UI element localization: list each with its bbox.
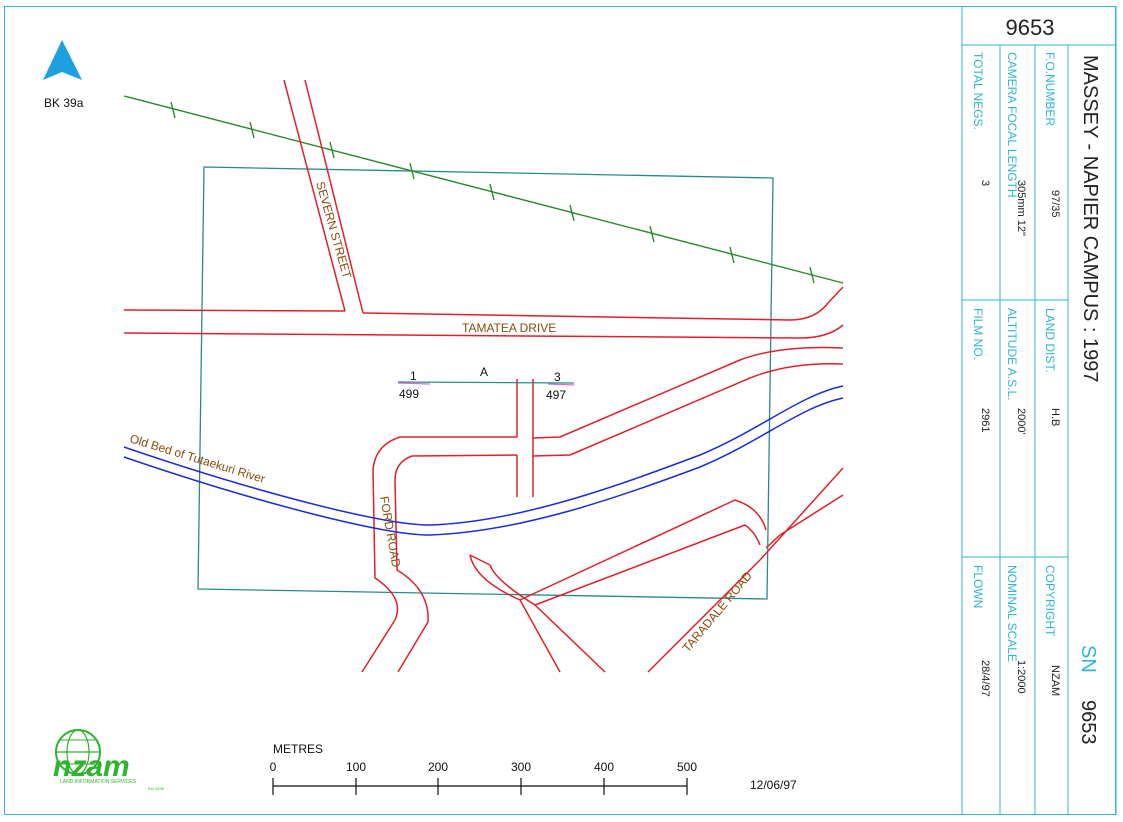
tamatea-drive-label: TAMATEA DRIVE [462, 321, 556, 335]
photo-run-label: A [480, 365, 488, 379]
info-label-film-no: FILM NO. [971, 308, 985, 360]
info-label-altitude: ALTITUDE A.S.L. [1005, 308, 1019, 400]
scale-tick-300: 300 [511, 760, 531, 774]
info-value-fo-number: 97/35 [1049, 190, 1061, 218]
logo-wordmark: nzam [53, 750, 130, 783]
info-value-land-dist: H.B [1049, 408, 1061, 426]
logo-subtitle: LAND INFORMATION SERVICES [60, 779, 137, 785]
info-label-scale: NOMINAL SCALE [1005, 565, 1019, 662]
sheet-number: 9653 [1006, 15, 1055, 40]
taradale-road-edge [765, 494, 844, 549]
photo-start-frame: 1 [410, 369, 417, 383]
north-arrow-icon: N [43, 40, 82, 87]
info-label-camera: CAMERA FOCAL LENGTH [1005, 52, 1019, 198]
railway-line [123, 95, 844, 284]
info-label-flown: FLOWN [971, 565, 985, 608]
north-label: N [59, 77, 66, 87]
info-panel [961, 6, 1117, 815]
info-value-altitude: 2000' [1015, 408, 1027, 435]
map-date: 12/06/97 [750, 778, 797, 792]
scale-tick-100: 100 [346, 760, 366, 774]
river-channel [123, 385, 844, 536]
info-label-fo-number: F.O.NUMBER [1043, 52, 1057, 126]
info-value-total-negs: 3 [979, 180, 991, 186]
map-ref: BK 39a [44, 96, 84, 110]
logo-est: Est 1936 [148, 786, 165, 791]
taradale-road [647, 467, 844, 673]
tamatea-drive-road [123, 286, 844, 321]
nzam-logo: nzam LAND INFORMATION SERVICES Est 1936 [53, 729, 165, 791]
photo-end-frame: 3 [554, 370, 561, 384]
photo-centre-line [397, 381, 575, 386]
severn-street-road [283, 79, 346, 312]
severn-street-road-edge [304, 79, 364, 314]
info-value-film-no: 2961 [979, 408, 991, 432]
photo-block-outline [197, 166, 774, 600]
sn-prefix: SN [1077, 645, 1099, 673]
info-value-copyright: NZAM [1049, 665, 1061, 696]
info-label-total-negs: TOTAL NEGS. [971, 52, 985, 130]
scale-tick-200: 200 [428, 760, 448, 774]
taradale-road-label: TARADALE ROAD [680, 569, 756, 655]
tamatea-drive-road-edge [123, 324, 844, 339]
scale-bar: METRES 0 100 200 300 400 500 [270, 742, 697, 795]
info-label-copyright: COPYRIGHT [1043, 565, 1057, 637]
scale-bar-title: METRES [273, 742, 323, 756]
info-value-flown: 28/4/97 [979, 660, 991, 697]
info-label-land-dist: LAND DIST. [1043, 308, 1057, 373]
river-label: Old Bed of Tutaekuri River [128, 431, 267, 486]
photo-start-run: 499 [399, 387, 419, 401]
road-network [123, 79, 844, 673]
scale-tick-0: 0 [270, 760, 277, 774]
scale-tick-400: 400 [594, 760, 614, 774]
info-value-scale: 1:2000 [1015, 660, 1027, 694]
scale-tick-500: 500 [677, 760, 697, 774]
info-value-camera: 305mm 12" [1015, 180, 1027, 236]
sheet-title: MASSEY - NAPIER CAMPUS : 1997 [1079, 55, 1101, 383]
sn-number: 9653 [1077, 700, 1099, 745]
photo-end-run: 497 [546, 388, 566, 402]
